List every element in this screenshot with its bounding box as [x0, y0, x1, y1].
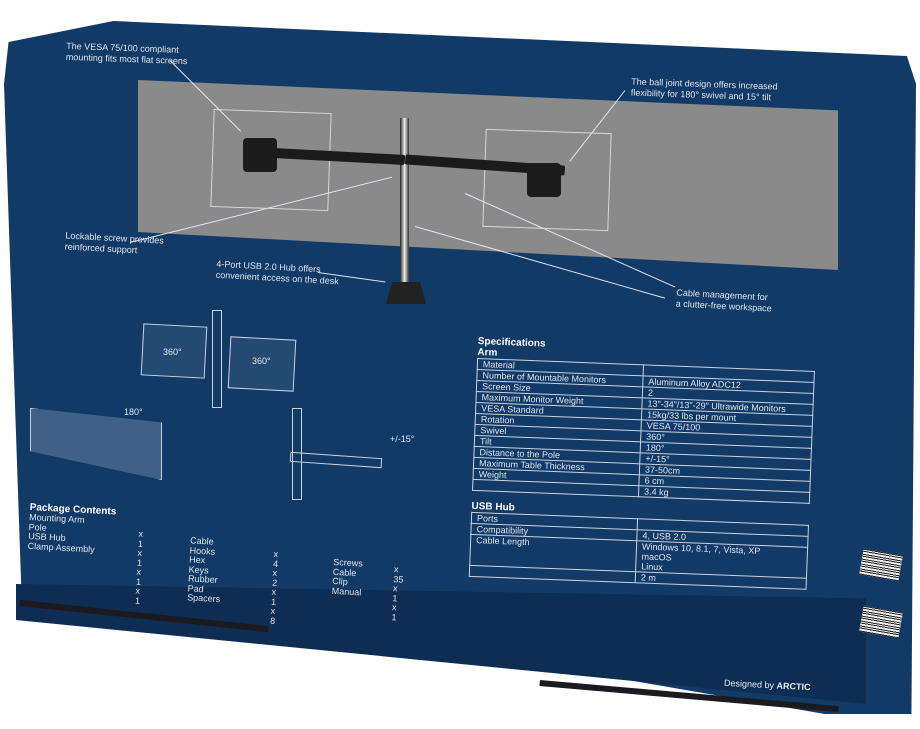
package-qty: x 1 [270, 586, 277, 607]
package-col-3: Screws Cable Clip Manual [331, 557, 363, 597]
package-item: Manual [331, 585, 362, 597]
package-col-1: Mounting Arm Pole USB Hub Clamp Assembly [27, 512, 96, 554]
package-qty: x 1 [392, 583, 398, 603]
package-qty: x 1 [137, 528, 144, 549]
package-qty: x 1 [135, 566, 142, 587]
package-item: Spacers [186, 592, 221, 605]
left-vesa-plate [243, 138, 277, 172]
specifications-section: Specifications Arm Material Number of Mo… [469, 336, 818, 590]
usb-hub-base [386, 282, 426, 304]
package-qty: x 1 [391, 602, 397, 622]
monitor-pole [400, 118, 409, 286]
rotation-label: 360° [252, 356, 271, 366]
package-item: Cable Clip [332, 566, 357, 587]
package-qty: x 1 [136, 547, 143, 568]
tilt-pole-diagram [292, 408, 302, 500]
tilt-label: +/-15° [390, 434, 415, 444]
package-qty: x 1 [134, 585, 141, 606]
package-qty: x 4 [272, 548, 279, 569]
package-qty: x 2 [271, 567, 278, 588]
brand-logo-text: ARCTIC [776, 680, 811, 693]
package-qty: x 35 [393, 564, 404, 585]
callout-vesa: The VESA 75/100 compliant mounting fits … [66, 41, 188, 67]
right-vesa-plate [527, 163, 561, 197]
package-col-2: Cable Hooks Hex Keys Rubber Pad Spacers [186, 535, 223, 605]
swivel-label: 180° [124, 407, 143, 417]
rotation-label: 360° [163, 347, 182, 357]
product-photo-panel [138, 80, 838, 270]
package-qty: x 8 [269, 605, 276, 626]
pole-diagram [212, 310, 222, 408]
